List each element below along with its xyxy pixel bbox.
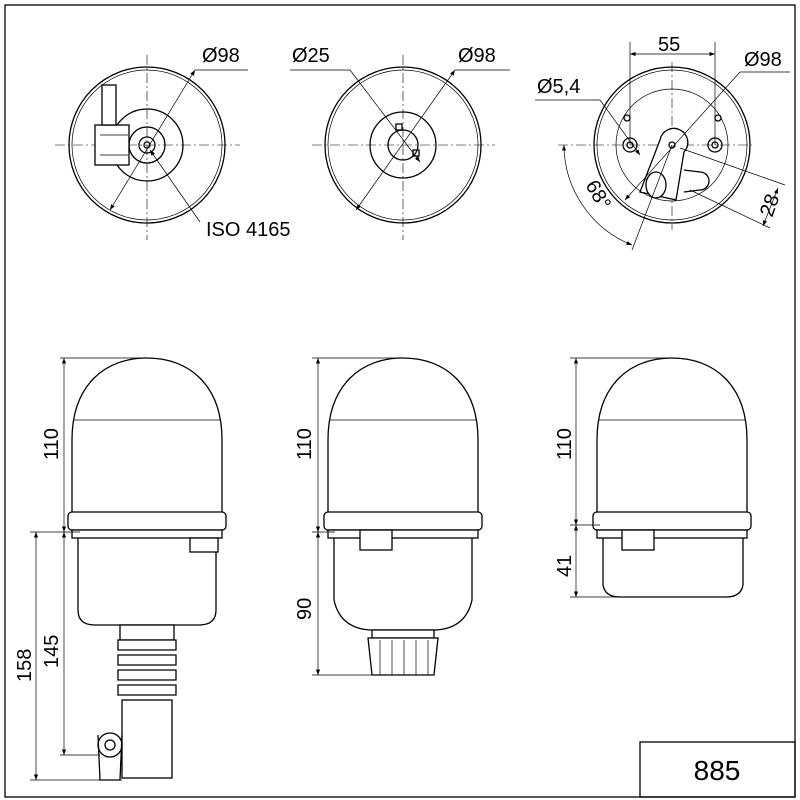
- offset-label: 28: [756, 191, 784, 219]
- diameter-label: Ø98: [744, 49, 782, 71]
- top-view-bracket-mount: 55 Ø98 Ø5,4 68° 28: [535, 34, 790, 251]
- base-height-label: 41: [554, 555, 576, 577]
- side-view-stem-mount: 110 145 158: [14, 357, 227, 781]
- drawing-number: 885: [694, 755, 741, 786]
- base-height-label: 145: [41, 635, 63, 668]
- total-height-label: 158: [14, 649, 36, 682]
- hole-diameter-label: Ø5,4: [537, 76, 580, 98]
- title-block: [639, 741, 796, 798]
- iso-mount-label: ISO 4165: [206, 219, 291, 241]
- top-view-stem-mount: Ø98 ISO 4165: [55, 45, 291, 241]
- base-height-label: 90: [294, 598, 316, 620]
- angle-label: 68°: [581, 177, 615, 214]
- top-view-socket-mount: Ø25 Ø98: [290, 45, 510, 240]
- drawing-frame: [4, 4, 796, 798]
- diameter-label: Ø98: [202, 45, 240, 67]
- side-view-socket-mount: 110 90: [294, 357, 483, 676]
- hole-spacing-label: 55: [658, 34, 680, 56]
- side-view-bracket-mount: 110 41: [554, 357, 752, 598]
- dome-height-label: 110: [294, 428, 316, 460]
- diameter-label: Ø98: [458, 45, 496, 67]
- dome-height-label: 110: [554, 428, 576, 460]
- inner-diameter-label: Ø25: [292, 45, 330, 67]
- dome-height-label: 110: [41, 428, 63, 460]
